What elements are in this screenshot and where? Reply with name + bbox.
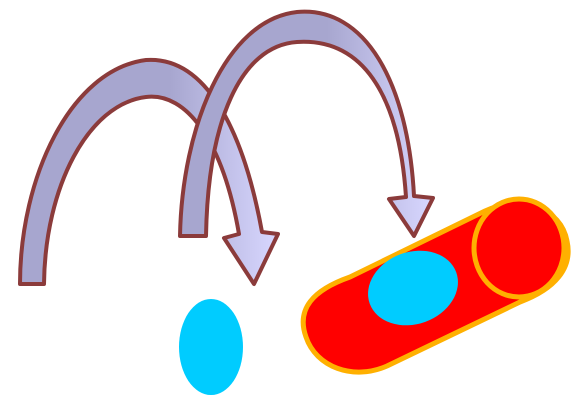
right-curved-arrow [180, 12, 433, 236]
cyan-oval [179, 299, 243, 395]
cylinder-end-cap [474, 199, 564, 297]
left-curved-arrow [20, 60, 278, 284]
red-cylinder [303, 199, 568, 372]
